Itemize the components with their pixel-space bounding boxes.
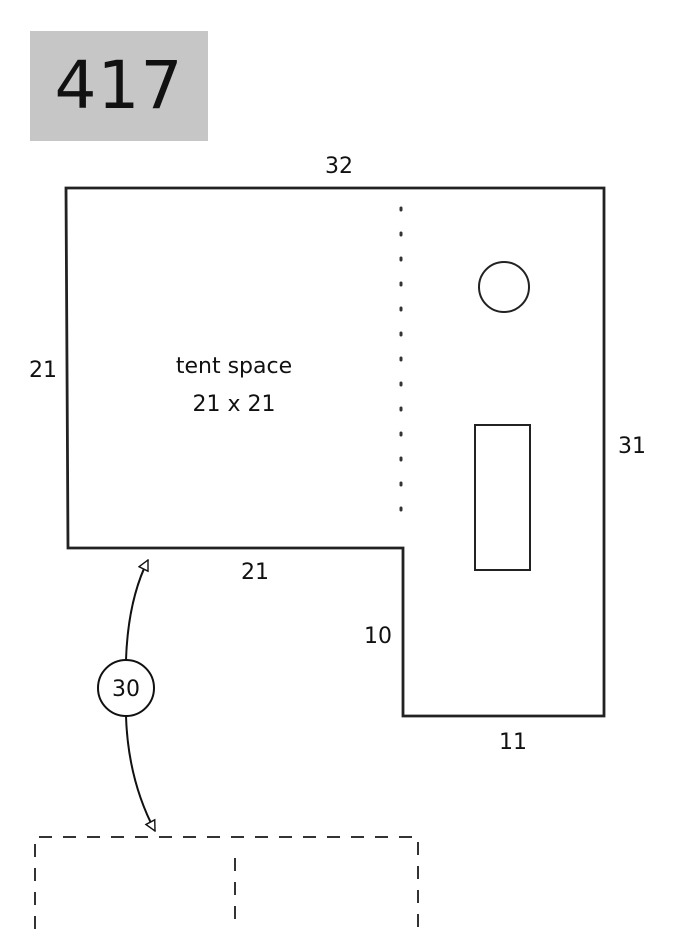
- arrow-icon: [125, 715, 156, 831]
- site-number: 417: [54, 47, 184, 124]
- fire-ring-icon: [478, 261, 530, 313]
- picnic-table-icon: [474, 424, 531, 571]
- distance-value: 30: [112, 677, 140, 702]
- parking-pad-outline: [34, 836, 419, 929]
- dimension-left: 21: [29, 358, 57, 383]
- dimension-notch-height: 10: [364, 624, 392, 649]
- tent-space-size: 21 x 21: [193, 392, 276, 417]
- dimension-top: 32: [325, 154, 353, 179]
- distance-marker: [97, 659, 155, 717]
- site-number-badge: 417: [30, 31, 208, 141]
- arrow-icon: [125, 560, 149, 661]
- tent-space-label: tent space: [176, 354, 292, 379]
- dimension-right: 31: [618, 434, 646, 459]
- dimension-bottom-tent: 21: [241, 560, 269, 585]
- site-outline: [64, 186, 606, 718]
- dimension-bottom-right: 11: [499, 730, 527, 755]
